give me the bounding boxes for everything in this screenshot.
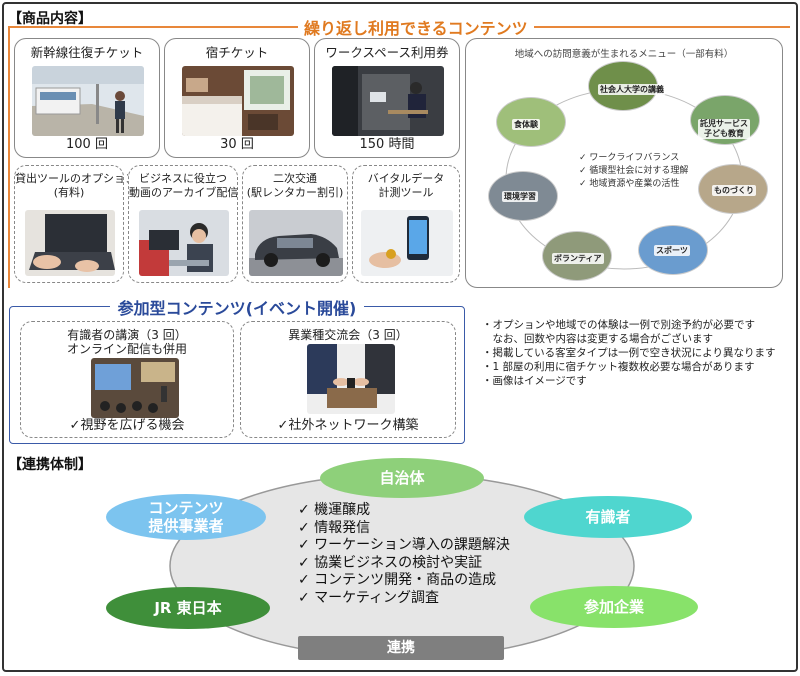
menu-item-food: 食体験: [512, 119, 540, 130]
hotel-room-photo: [182, 66, 294, 136]
cooperation-item: ✓ 機運醸成: [298, 502, 371, 518]
card-title-line1: 異業種交流会（3 回）: [288, 328, 408, 342]
monozukuri-photo: [698, 164, 768, 214]
laptop-typing-photo: [25, 210, 115, 276]
card-value: 30 回: [220, 137, 254, 152]
party-jr-east: JR 東日本: [106, 587, 270, 629]
card-title: 宿チケット: [205, 45, 269, 60]
cooperation-header: 【連携体制】: [8, 457, 92, 473]
option-card-rental-tools: 貸出ツールのオプション (有料): [14, 165, 136, 283]
event-card-networking: 異業種交流会（3 回） ✓社外ネットワーク構築: [240, 321, 456, 438]
vital-data-photo: [361, 210, 453, 276]
rental-car-photo: [249, 210, 343, 276]
cooperation-item: ✓ ワーケーション導入の課題解決: [298, 537, 510, 553]
benefit-item: ✓ 地域資源や産業の活性: [579, 179, 680, 189]
event-card-lecture: 有識者の講演（3 回） オンライン配信も併用 ✓視野を広げる機会: [20, 321, 234, 438]
event-title-wrap: 参加型コンテンツ(イベント開催): [10, 295, 464, 319]
notes: ・オプションや地域での体験は一例で別途予約が必要です なお、回数や内容は変更する…: [482, 318, 775, 388]
note-line: ・画像はイメージです: [482, 375, 587, 387]
cooperation-items: ✓ 機運醸成 ✓ 情報発信 ✓ ワーケーション導入の課題解決 ✓ 協業ビジネスの…: [298, 502, 510, 607]
cooperation-item: ✓ 協業ビジネスの検討や実証: [298, 554, 483, 571]
menu-benefits: ✓ ワークライフバランス ✓ 循環型社会に対する理解 ✓ 地域資源や産業の活性: [579, 152, 688, 191]
product-card-workspace: ワークスペース利用券 150 時間: [314, 38, 460, 158]
party-content-providers-label: コンテンツ 提供事業者: [148, 499, 224, 535]
benefit-item: ✓ ワークライフバランス: [579, 153, 680, 163]
card-title-line1: 二次交通: [273, 172, 317, 185]
party-municipality: 自治体: [320, 458, 484, 498]
cooperation-center-label: 連携: [298, 636, 504, 660]
product-card-shinkansen: 新幹線往復チケット 100 回: [14, 38, 160, 158]
cooperation-item: ✓ マーケティング調査: [298, 589, 440, 606]
option-card-vital-data: バイタルデータ 計測ツール: [352, 165, 460, 283]
card-title: ワークスペース利用券: [325, 45, 449, 60]
card-title-line1: バイタルデータ: [367, 172, 445, 185]
shinkansen-photo: [32, 66, 144, 136]
video-archive-photo: [139, 210, 229, 276]
card-title-line2: 計測ツール: [378, 186, 434, 199]
card-title-line2: オンライン配信も併用: [66, 342, 187, 356]
product-card-hotel: 宿チケット 30 回: [164, 38, 310, 158]
menu-item-volunteer: ボランティア: [552, 253, 604, 264]
benefit-item: ✓ 循環型社会に対する理解: [579, 166, 689, 176]
orange-rule-left: [8, 26, 298, 28]
env-study-photo: [488, 171, 558, 221]
note-line: ・1 部屋の利用に宿チケット複数枚必要な場合があります: [482, 361, 755, 373]
orange-rule-right: [505, 26, 790, 28]
card-title-line1: ビジネスに役立つ: [139, 172, 227, 185]
menu-item-childcare: 託児サービス子ども教育: [698, 119, 750, 139]
workspace-photo: [332, 66, 444, 136]
products-header: 【商品内容】: [8, 11, 92, 27]
networking-event-photo: [307, 344, 395, 414]
cooperation-item: ✓ コンテンツ開発・商品の造成: [298, 572, 497, 588]
menu-item-lecture: 社会人大学の講義: [598, 84, 666, 95]
event-content-box: 参加型コンテンツ(イベント開催) 有識者の講演（3 回） オンライン配信も併用 …: [9, 299, 465, 444]
event-title: 参加型コンテンツ(イベント開催): [109, 299, 365, 318]
option-card-video-archive: ビジネスに役立つ 動画のアーカイブ配信: [128, 165, 238, 283]
card-title-line2: (駅レンタカー割引): [246, 186, 344, 199]
note-line: なお、回数や内容は変更する場合がございます: [482, 333, 713, 345]
card-title-line2: (有料): [53, 186, 85, 199]
card-value: 100 回: [66, 137, 108, 152]
card-value: 150 時間: [359, 137, 415, 152]
menu-item-monozukuri: ものづくり: [712, 185, 756, 196]
event-caption: ✓視野を広げる機会: [69, 418, 185, 433]
orange-rule-side: [8, 26, 10, 288]
option-card-rental-car: 二次交通 (駅レンタカー割引): [242, 165, 348, 283]
card-title-line2: 動画のアーカイブ配信: [129, 186, 239, 199]
party-companies: 参加企業: [530, 586, 698, 628]
card-title: 新幹線往復チケット: [30, 45, 144, 60]
menu-item-sports: スポーツ: [654, 245, 690, 256]
note-line: ・掲載している客室タイプは一例で空き状況により異なります: [482, 347, 776, 359]
regional-menu-title: 地域への訪問意義が生まれるメニュー（一部有料）: [514, 49, 734, 60]
card-title-line1: 有識者の講演（3 回）: [67, 328, 187, 342]
card-title-line1: 貸出ツールのオプション: [15, 172, 136, 185]
event-caption: ✓社外ネットワーク構築: [277, 418, 419, 433]
lecture-event-photo: [91, 358, 179, 418]
reusable-title: 繰り返し利用できるコンテンツ: [298, 15, 534, 39]
party-experts: 有識者: [524, 496, 692, 538]
regional-menu-box: 地域への訪問意義が生まれるメニュー（一部有料） 社会人大学の講義 託児サービス子…: [465, 38, 783, 288]
cooperation-item: ✓ 情報発信: [298, 519, 371, 536]
menu-item-env-study: 環境学習: [502, 191, 538, 202]
note-line: ・オプションや地域での体験は一例で別途予約が必要です: [482, 319, 755, 331]
party-content-providers: コンテンツ 提供事業者: [106, 494, 266, 540]
